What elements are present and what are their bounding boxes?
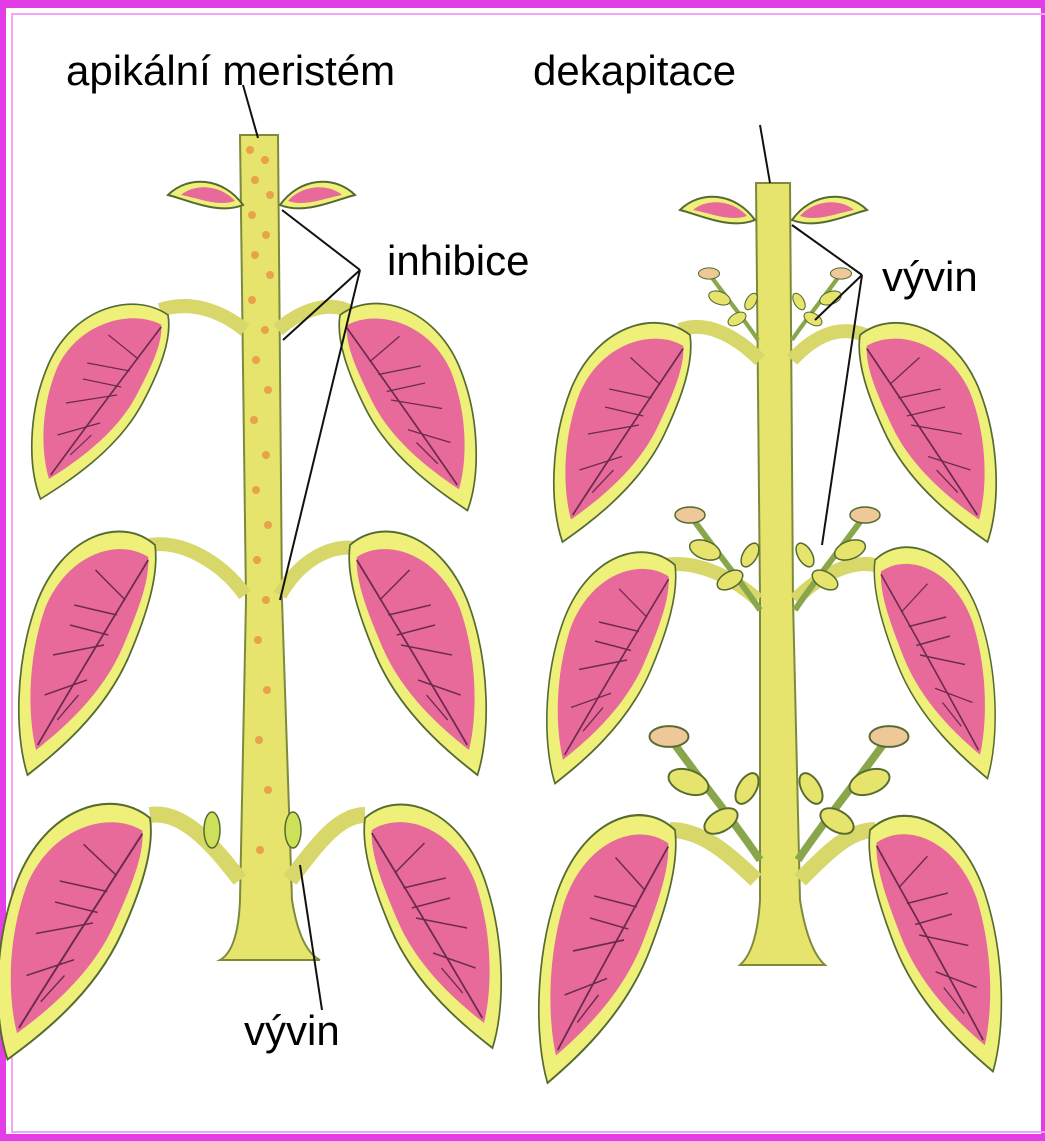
label-decapitation: dekapitace	[533, 50, 736, 92]
label-inhibition: inhibice	[387, 240, 529, 282]
label-development-bottom: vývin	[244, 1010, 340, 1052]
intact-plant	[0, 85, 501, 1060]
label-apical-meristem: apikální meristém	[66, 50, 395, 92]
label-development-right: vývin	[882, 256, 978, 298]
